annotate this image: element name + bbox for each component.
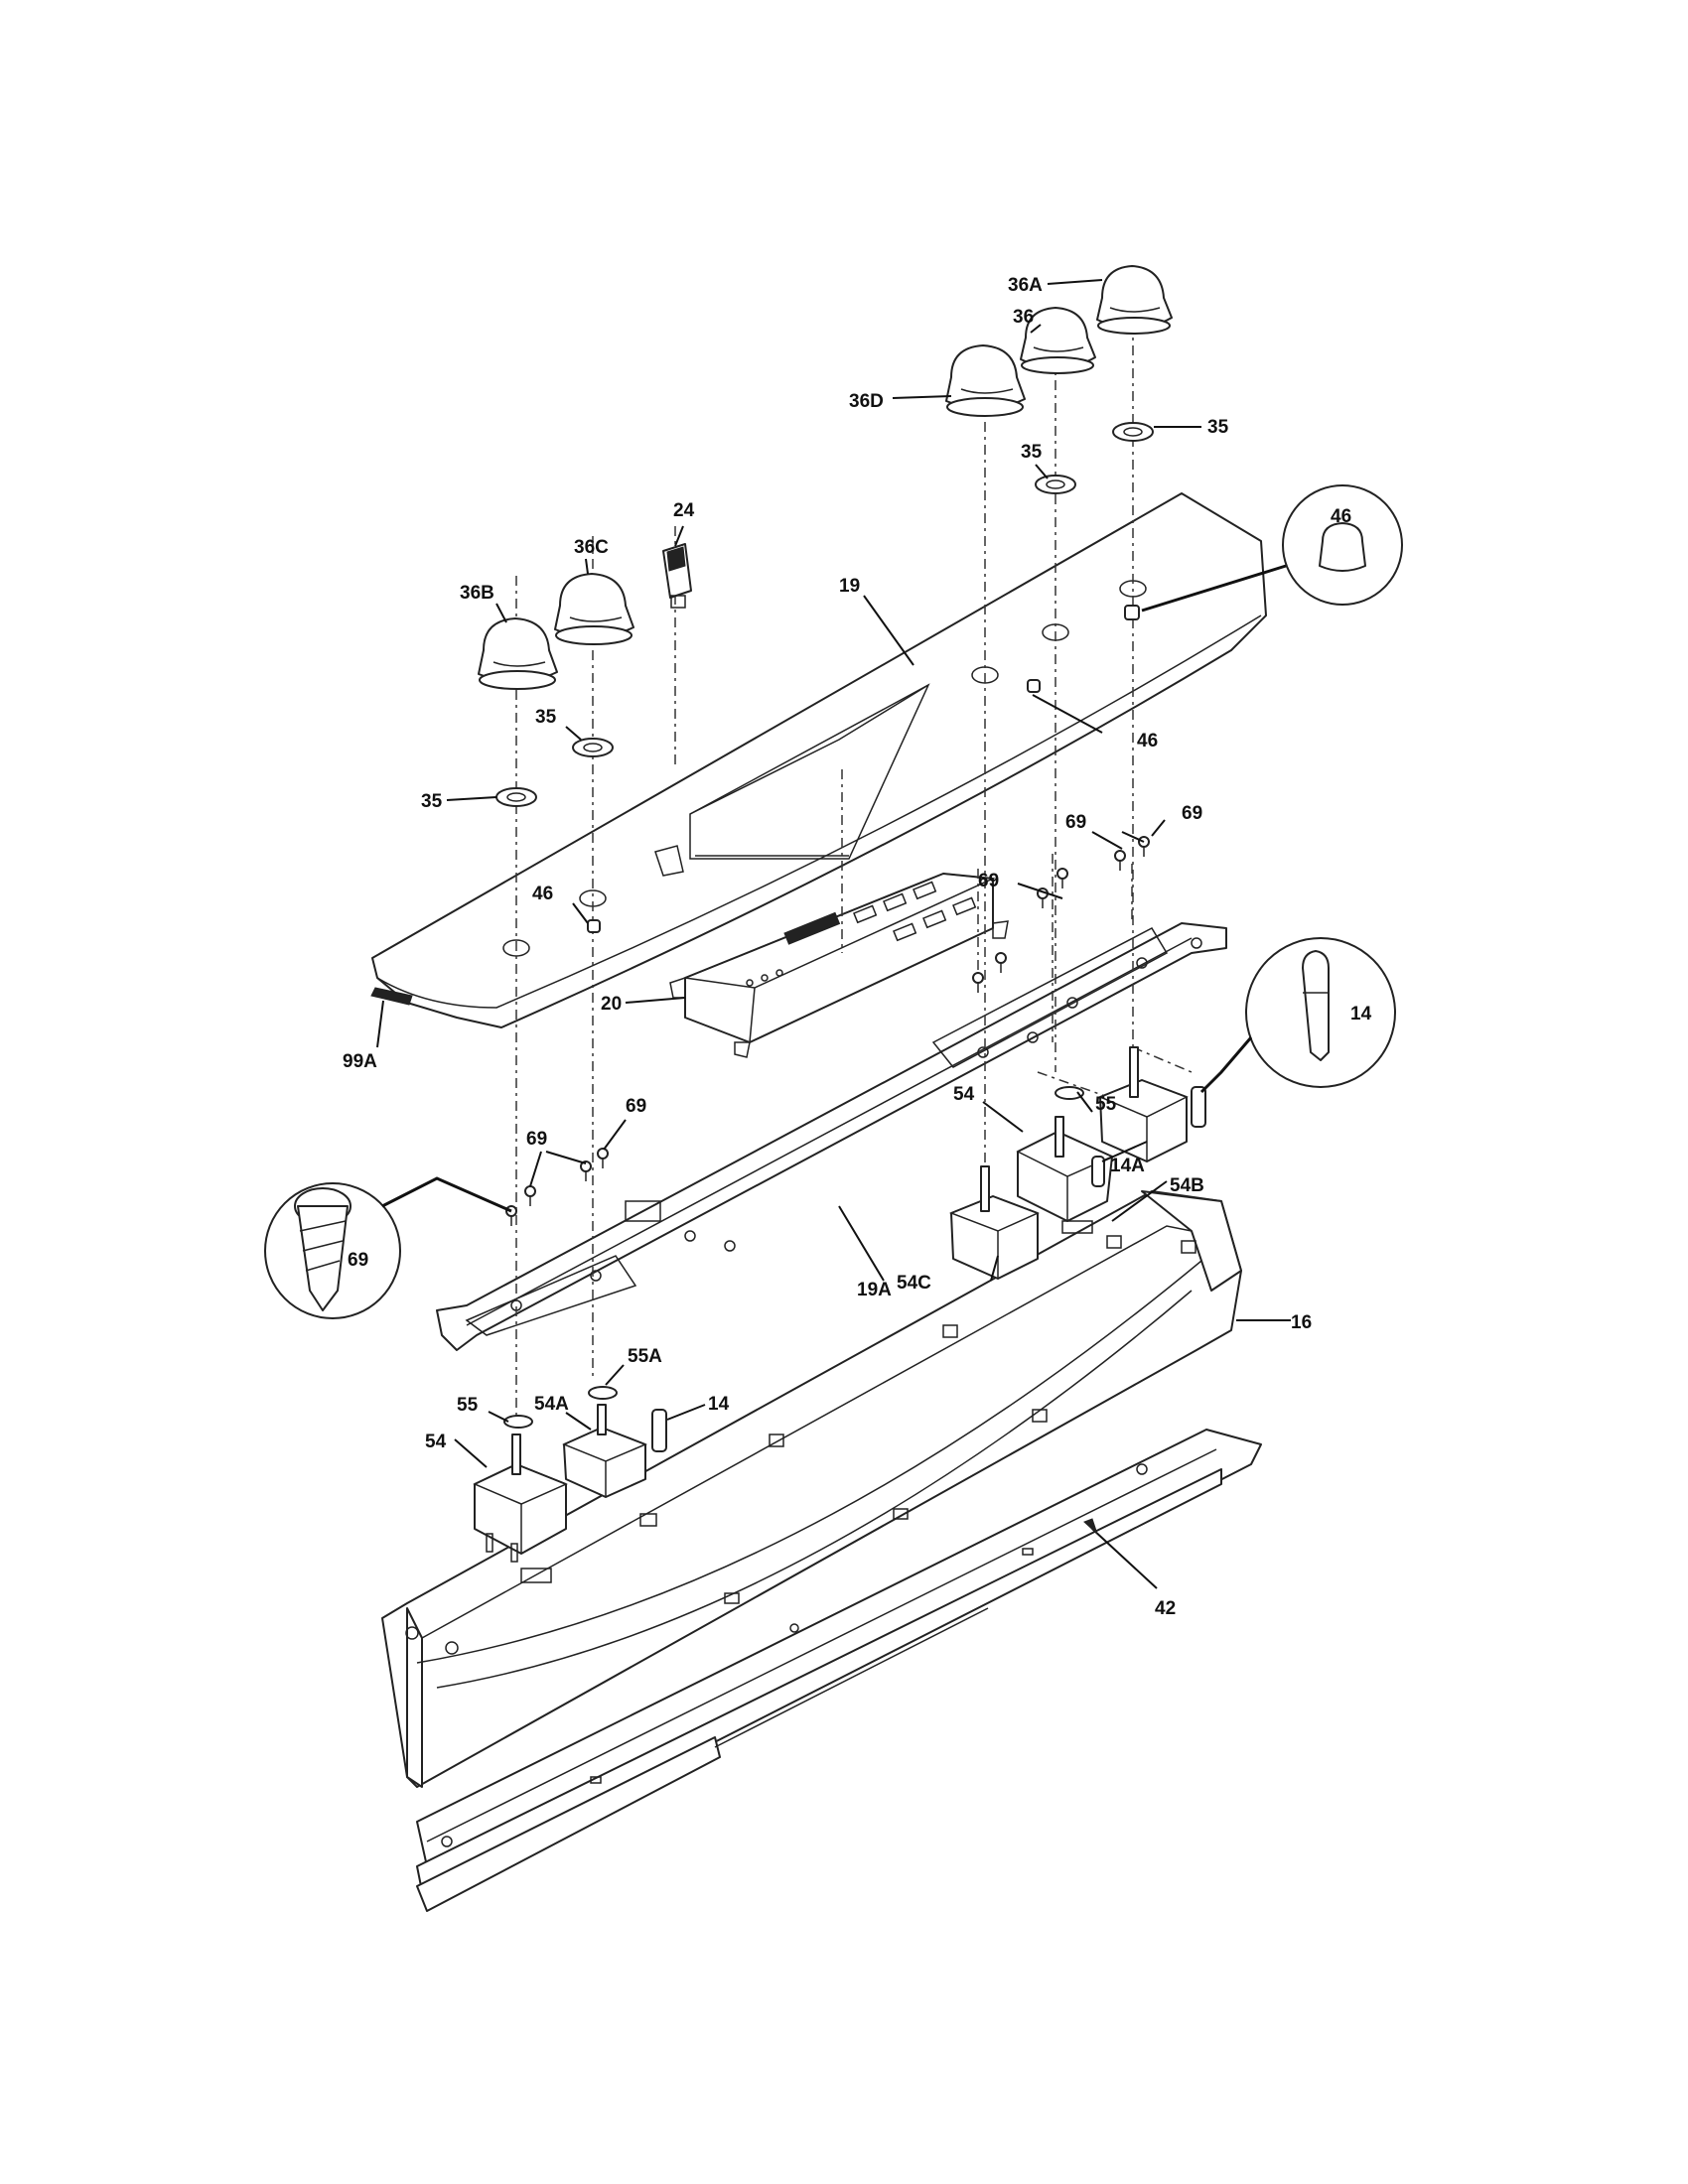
detail-46 <box>1141 484 1403 613</box>
knob-36c <box>554 573 634 645</box>
detail-69 <box>264 1176 512 1319</box>
callout-55a: 55A <box>628 1346 662 1367</box>
callout-35-right: 35 <box>1207 417 1229 438</box>
rocker-switch-24 <box>662 543 692 609</box>
switch-54c <box>948 1165 1040 1280</box>
callout-36: 36 <box>1013 307 1034 328</box>
leader-lines <box>376 279 1291 1589</box>
bezel-35-set <box>495 422 1154 807</box>
callout-35-center: 35 <box>1021 442 1043 463</box>
knob-36a <box>1096 265 1173 335</box>
callout-labels: 36A 36 36D 35 35 24 36C 36B 19 46 46 35 … <box>343 275 1372 1619</box>
indicator-light-46-set <box>587 605 1140 933</box>
callout-19a: 19A <box>857 1280 892 1300</box>
callout-35-left-lower: 35 <box>421 791 443 812</box>
callout-14a: 14A <box>1110 1156 1145 1176</box>
callout-69-top-mid: 69 <box>1065 812 1086 833</box>
callout-24: 24 <box>673 500 695 521</box>
control-panel-19 <box>370 492 1267 1028</box>
switch-54-left <box>473 1433 568 1563</box>
indicator-lamp-14-set <box>651 1086 1206 1452</box>
callout-55-right: 55 <box>1095 1094 1117 1115</box>
knob-36 <box>1020 307 1096 374</box>
callout-46-right: 46 <box>1137 731 1158 751</box>
callout-69-left-mid: 69 <box>526 1129 547 1150</box>
callout-14-left: 14 <box>708 1394 730 1415</box>
switch-54a <box>562 1404 647 1498</box>
callout-69-detail: 69 <box>348 1250 368 1271</box>
callout-35-left-upper: 35 <box>535 707 557 728</box>
callout-42: 42 <box>1155 1598 1176 1619</box>
callout-36b: 36B <box>460 583 494 604</box>
callout-69-top-right: 69 <box>1182 803 1202 824</box>
callout-36c: 36C <box>574 537 609 558</box>
callout-36d: 36D <box>849 391 884 412</box>
callout-54b: 54B <box>1170 1175 1204 1196</box>
backguard-frame-16 <box>381 1190 1242 1788</box>
callout-54-right: 54 <box>953 1084 975 1105</box>
screw-69-set <box>505 836 1150 1226</box>
callout-19: 19 <box>839 576 860 597</box>
callout-46-left: 46 <box>532 884 553 904</box>
callout-99a: 99A <box>343 1051 377 1072</box>
knob-36d <box>945 344 1026 417</box>
callout-20: 20 <box>601 994 622 1015</box>
retainer-55-set <box>503 1086 1084 1429</box>
callout-14-detail: 14 <box>1350 1004 1372 1024</box>
callout-54a: 54A <box>534 1394 569 1415</box>
callout-55-left: 55 <box>457 1395 479 1416</box>
shield-plate-19a <box>436 922 1227 1351</box>
callout-54c: 54C <box>897 1273 931 1294</box>
callout-69-left-right: 69 <box>626 1096 646 1117</box>
callout-54-left: 54 <box>425 1432 447 1452</box>
mounting-bracket-42 <box>416 1429 1262 1912</box>
callout-46-detail: 46 <box>1331 506 1351 527</box>
knob-36b <box>478 617 558 690</box>
callout-36a: 36A <box>1008 275 1043 296</box>
switch-54b <box>1098 1046 1189 1162</box>
callout-69-center: 69 <box>978 871 999 891</box>
callout-16: 16 <box>1291 1312 1312 1333</box>
detail-14 <box>1199 937 1396 1094</box>
